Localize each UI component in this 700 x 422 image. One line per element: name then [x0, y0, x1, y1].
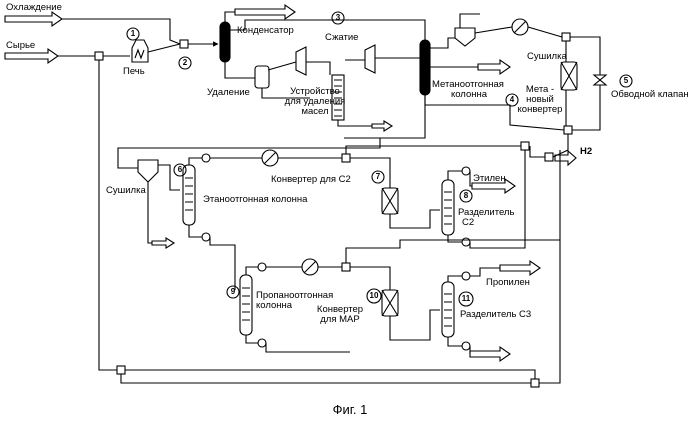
cooling-line — [62, 19, 180, 44]
bypass-valve-symbol — [594, 75, 606, 85]
c2-splitter-reboiler — [462, 238, 470, 246]
marker-9: 9 — [229, 287, 237, 297]
label-oil-removal-3: масел — [280, 107, 350, 117]
bottom-left-mixer — [117, 366, 125, 374]
c2-splitter-lines — [448, 150, 525, 248]
demethanizer-top-out — [430, 38, 455, 48]
depropanizer-bottom-line — [246, 335, 350, 352]
label-c2-splitter-2: С2 — [462, 218, 474, 228]
marker-10: 10 — [368, 291, 380, 301]
condenser-to-drum — [225, 62, 255, 78]
map-converter-lines — [350, 267, 440, 340]
label-c2-converter: Конвертер для С2 — [271, 175, 351, 185]
compression-to-demethanizer — [420, 20, 425, 40]
top-mixer-right — [562, 33, 570, 41]
map-recycle — [346, 150, 560, 263]
bypass-bottom-mixer — [564, 126, 572, 134]
marker-7: 7 — [374, 172, 382, 182]
label-c3-splitter: Разделитель С3 — [460, 310, 531, 320]
c3-bottom-out-arrow — [470, 347, 510, 361]
c2-right-mixer — [521, 142, 529, 150]
label-demethanizer-2: колонна — [432, 90, 506, 100]
separator-drum — [255, 66, 269, 88]
label-map-converter-2: для МАР — [310, 315, 370, 325]
label-bypass-valve: Обводной клапан — [611, 90, 689, 100]
furnace-out-mixer — [180, 40, 188, 48]
label-dryer-left: Сушилка — [106, 186, 146, 196]
depropanizer-reflux — [258, 263, 266, 271]
label-compression: Сжатие — [325, 33, 358, 43]
cooling-inlet-arrow — [5, 12, 62, 26]
compression-lines — [268, 58, 420, 75]
label-deethanizer: Этаноотгонная колонна — [203, 195, 307, 205]
c2-converter — [382, 188, 398, 214]
c2-mixer — [342, 154, 350, 162]
label-depropanizer-2: колонна — [256, 301, 292, 311]
c2-recycle — [346, 146, 521, 154]
label-methane-conv-3: конвертер — [514, 105, 566, 115]
deethanizer-bottom-line — [189, 225, 235, 290]
c3-splitter-reboiler — [462, 342, 470, 350]
feed-recycle-line — [99, 60, 117, 370]
compressor-1 — [296, 47, 306, 75]
h2-junction — [545, 153, 553, 161]
condenser-symbol — [220, 12, 235, 62]
depropanizer-reboiler — [258, 339, 266, 347]
demethanizer-top-out-arrow — [478, 60, 510, 74]
propylene-out-arrow — [500, 261, 540, 275]
feed-mixer-box — [95, 52, 103, 60]
marker-11: 11 — [460, 294, 472, 304]
feed-line — [58, 44, 180, 56]
furnace-symbol — [132, 40, 148, 62]
c2-splitter-reflux — [462, 167, 470, 175]
marker-6: 6 — [176, 165, 184, 175]
to-dryer-left — [118, 138, 380, 168]
deethanizer-reflux — [202, 154, 210, 162]
h2-out-arrow — [555, 151, 576, 165]
c2-splitter-column — [442, 180, 454, 235]
converter-to-h2 — [530, 134, 568, 157]
label-ethylene: Этилен — [473, 174, 506, 184]
c3-splitter-column — [442, 282, 454, 337]
compressor-2 — [365, 45, 375, 73]
marker-3: 3 — [334, 13, 342, 23]
depropanizer-column — [240, 275, 252, 335]
bottom-right-mixer — [531, 379, 539, 387]
marker-2: 2 — [181, 58, 189, 68]
label-feed: Сырье — [6, 41, 35, 51]
marker-8: 8 — [462, 191, 470, 201]
label-removal: Удаление — [207, 88, 250, 98]
label-propylene: Пропилен — [486, 278, 530, 288]
top-right-loop — [570, 37, 600, 75]
map-converter — [382, 290, 398, 316]
label-furnace: Печь — [123, 67, 145, 77]
oil-to-demethanizer — [344, 95, 425, 138]
figure-caption: Фиг. 1 — [0, 402, 700, 417]
dryer-left-out-arrow — [152, 238, 174, 248]
c3-splitter-reflux — [462, 272, 470, 280]
deethanizer-reboiler — [202, 233, 210, 241]
label-condenser: Конденсатор — [237, 26, 294, 36]
oil-out-arrow — [372, 121, 392, 131]
cooling-outlet-arrow — [235, 5, 295, 19]
label-cooling: Охлаждение — [6, 3, 62, 13]
map-mixer — [342, 263, 350, 271]
marker-5: 5 — [622, 76, 630, 86]
label-dryer-top: Сушилка — [527, 52, 567, 62]
top-dryer — [455, 14, 480, 46]
bottom-left-connector — [121, 374, 531, 383]
label-h2: H2 — [580, 147, 592, 157]
feed-inlet-arrow — [5, 49, 58, 63]
marker-1: 1 — [129, 29, 137, 39]
demethanizer-column — [420, 40, 430, 95]
